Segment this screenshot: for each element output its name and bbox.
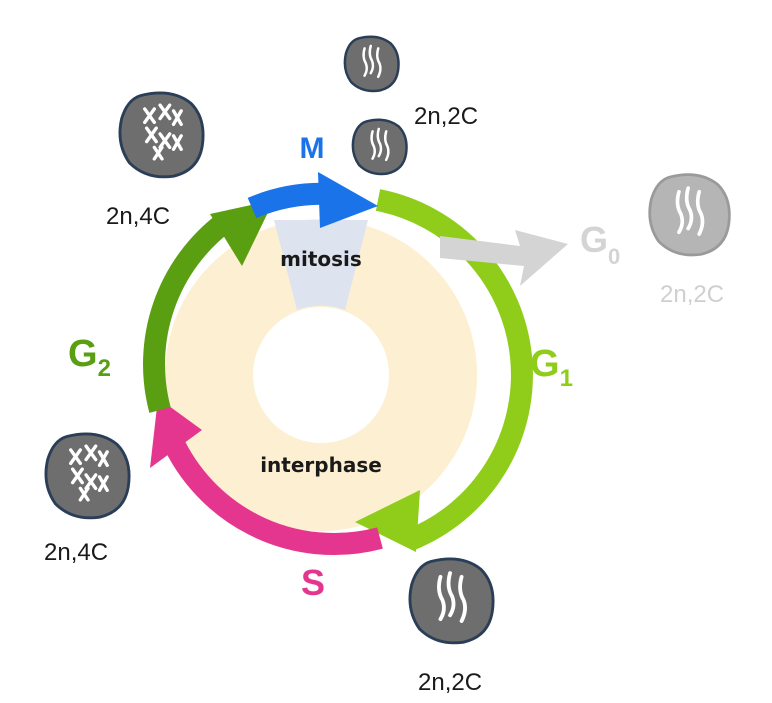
g2-letter: G [68,333,98,375]
cell-g2-top-label: 2n,4C [106,203,170,230]
m-phase-label: M [300,132,325,165]
m-arrowhead [318,172,378,228]
g0-subscript: 0 [608,244,620,269]
cell-m-top-2 [351,118,408,176]
cell-g0 [648,173,731,257]
s-arrowhead [150,398,202,468]
g1-arrowhead [355,490,420,552]
cell-g2-left [44,432,131,520]
g1-arc [375,189,533,551]
g0-letter: G [580,219,608,260]
g2-phase-label: G2 [68,333,111,382]
g2-arc [143,213,232,413]
g2-subscript: 2 [98,355,111,382]
g0-phase-label: G0 [580,219,620,269]
mitosis-label: mitosis [280,247,362,271]
g0-arrow [440,230,568,286]
g1-phase-label: G1 [530,343,573,392]
cell-g0-label: 2n,2C [660,281,724,308]
cell-g2-left-label: 2n,4C [44,539,108,566]
s-phase-label: S [301,562,325,603]
g1-letter: G [530,343,560,385]
g1-subscript: 1 [560,365,573,392]
mitosis-wedge [274,220,368,310]
s-arc [157,425,383,555]
m-arc [247,182,331,219]
ring-center [253,307,389,443]
cell-g1-bottom [408,557,495,645]
cell-g1-bottom-label: 2n,2C [418,669,482,696]
interphase-label: interphase [260,453,382,477]
cell-m-label: 2n,2C [414,103,478,130]
cell-m-top-1 [343,35,400,93]
cell-g2-top [118,91,205,179]
